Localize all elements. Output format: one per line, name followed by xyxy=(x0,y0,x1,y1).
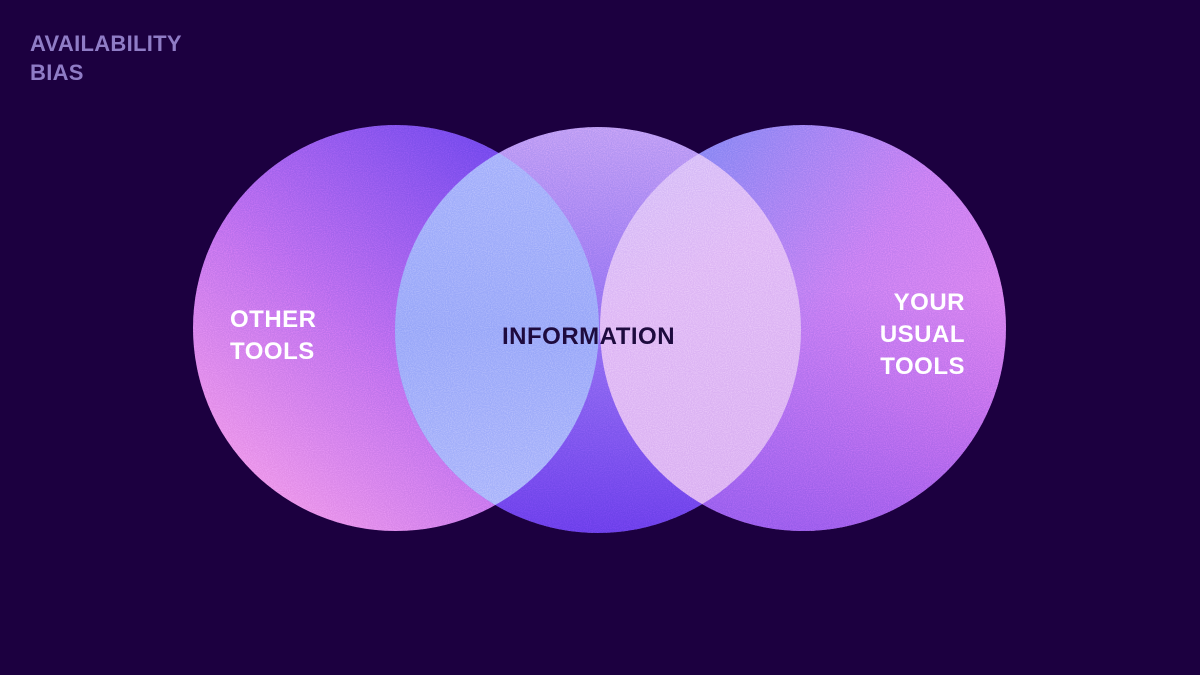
label-information: INFORMATION xyxy=(502,321,675,353)
label-your-usual-tools-line-3: TOOLS xyxy=(880,353,965,380)
label-information-line-1: INFORMATION xyxy=(502,323,676,350)
intersection-middle-right xyxy=(600,127,801,531)
title-line-2: BIAS xyxy=(30,60,84,85)
label-your-usual-tools: YOUR USUAL TOOLS xyxy=(880,287,965,383)
intersection-left-middle xyxy=(395,127,599,531)
title-line-1: AVAILABILITY xyxy=(30,31,182,56)
label-other-tools-line-2: TOOLS xyxy=(230,338,315,365)
label-your-usual-tools-line-1: YOUR xyxy=(893,289,965,316)
label-other-tools: OTHER TOOLS xyxy=(230,304,317,368)
page-title: AVAILABILITY BIAS xyxy=(30,29,182,87)
label-your-usual-tools-line-2: USUAL xyxy=(879,321,965,348)
label-other-tools-line-1: OTHER xyxy=(230,306,317,333)
